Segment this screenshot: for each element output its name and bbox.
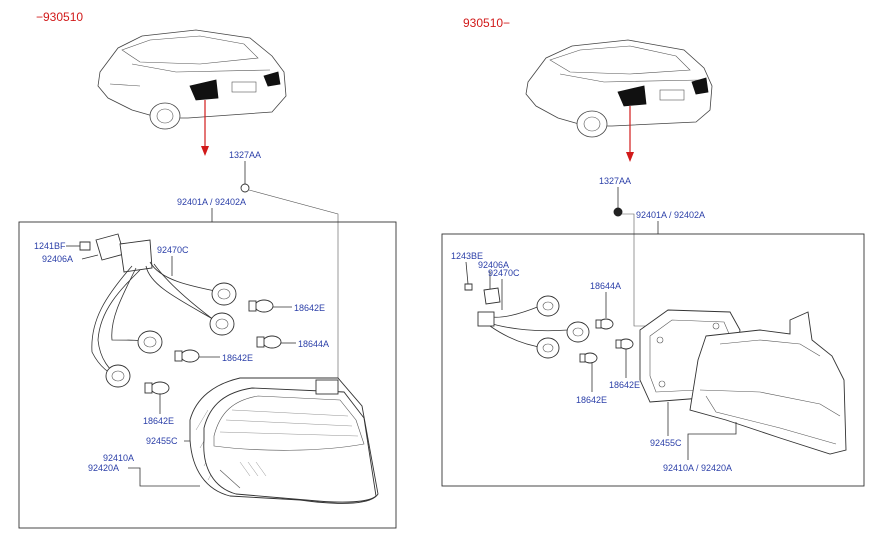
left-label-bulb-a: 18642E — [294, 303, 325, 313]
left-car-illustration — [97, 29, 287, 130]
right-screw — [464, 283, 473, 291]
right-bulb-2 — [615, 338, 634, 350]
right-panel: 930510− 1327AA 92401A / 92402A 1243BE 92… — [441, 16, 865, 487]
left-socket-2 — [209, 312, 235, 336]
right-range-label: 930510− — [463, 16, 510, 30]
left-label-gasket: 92455C — [146, 436, 178, 446]
left-bulb-1 — [248, 299, 274, 313]
left-label-bulb-d: 18642E — [143, 416, 174, 426]
right-socket-small — [483, 287, 501, 305]
right-bolt — [613, 207, 623, 217]
right-label-lens: 92410A / 92420A — [663, 463, 732, 473]
left-label-harness: 92470C — [157, 245, 189, 255]
right-car-illustration — [525, 39, 713, 138]
right-label-gasket: 92455C — [650, 438, 682, 448]
left-parts-box — [18, 221, 397, 529]
left-label-lens-1: 92410A — [103, 453, 134, 463]
right-bulb-3 — [579, 352, 598, 364]
right-socket-3 — [536, 337, 560, 359]
right-parts-box — [441, 233, 865, 487]
left-wiring-harness — [91, 261, 223, 379]
left-lens — [203, 379, 377, 503]
right-bulb-1 — [595, 318, 614, 330]
left-bulb-2 — [256, 335, 282, 349]
left-range-label: −930510 — [36, 10, 83, 24]
right-socket-1 — [536, 295, 560, 317]
right-label-bulb-c: 18642E — [576, 395, 607, 405]
left-socket-1 — [211, 282, 237, 306]
right-lens — [689, 311, 847, 455]
left-socket-3 — [137, 330, 163, 354]
left-label-housing: 92401A / 92402A — [177, 197, 246, 207]
right-label-housing: 92401A / 92402A — [636, 210, 705, 220]
right-red-arrowhead — [626, 152, 634, 162]
left-label-lens-2: 92420A — [88, 463, 119, 473]
left-label-bulb-c: 18642E — [222, 353, 253, 363]
right-label-bulb-a: 18644A — [590, 281, 621, 291]
right-label-socket: 92406A — [478, 260, 509, 270]
left-label-bolt: 1327AA — [229, 150, 261, 160]
left-red-arrowhead — [201, 146, 209, 156]
left-bolt — [240, 183, 250, 193]
left-socket-4 — [105, 364, 131, 388]
left-bulb-4 — [144, 381, 170, 395]
left-label-socket: 92406A — [42, 254, 73, 264]
right-label-harness: 92470C — [488, 268, 520, 278]
left-label-screw: 1241BF — [34, 241, 66, 251]
right-label-bulb-b: 18642E — [609, 380, 640, 390]
left-screw — [79, 241, 91, 251]
right-label-bolt: 1327AA — [599, 176, 631, 186]
left-socket-small — [95, 233, 153, 273]
right-socket-2 — [566, 321, 590, 343]
left-panel: −930510 1327AA 92401A / 92402A 1241BF 92… — [18, 10, 397, 529]
right-wiring-harness — [477, 305, 569, 349]
left-label-bulb-b: 18644A — [298, 339, 329, 349]
left-bulb-3 — [174, 349, 200, 363]
right-label-screw: 1243BE — [451, 251, 483, 261]
